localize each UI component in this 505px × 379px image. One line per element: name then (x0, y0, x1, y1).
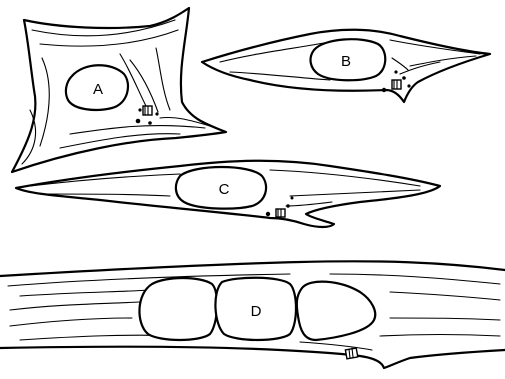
cell-d-fiber (10, 318, 132, 326)
cell-d-label: D (251, 303, 262, 320)
cell-d-fiber (20, 290, 150, 296)
cell-c-label: C (219, 181, 230, 198)
cell-d-fiber (330, 274, 500, 284)
cell-d-nucleus-right (297, 282, 375, 340)
cell-b-granule-icon (382, 88, 386, 92)
cell-d-nucleus-left (139, 278, 217, 340)
cell-a-granule-icon (148, 121, 152, 125)
cell-a-granule-icon (138, 108, 141, 111)
cell-b-granule-icon (402, 76, 406, 80)
cell-d-bottom-edge (0, 347, 505, 368)
cell-a-granule-icon (136, 119, 141, 124)
cell-b: B (202, 30, 490, 102)
cell-d: D (0, 261, 505, 368)
cell-d-fiber (10, 302, 140, 310)
cell-b-label: B (341, 53, 351, 70)
cell-a: A (12, 8, 226, 172)
cell-c-granule-icon (286, 204, 289, 207)
cell-d-fiber (390, 318, 500, 320)
cell-d-fiber (300, 342, 372, 350)
cell-c: C (16, 161, 440, 227)
cell-a-label: A (93, 81, 103, 98)
cell-c-granule-icon (266, 212, 270, 216)
cell-d-top-edge (0, 261, 505, 276)
cell-a-granule-icon (155, 112, 158, 115)
cell-d-fiber (380, 335, 500, 337)
cell-d-centrosome-icon (345, 348, 357, 359)
cell-d-fiber (390, 292, 500, 300)
cell-c-granule-icon (291, 197, 294, 200)
cell-b-granule-icon (394, 70, 397, 73)
cell-b-granule-icon (407, 84, 410, 87)
